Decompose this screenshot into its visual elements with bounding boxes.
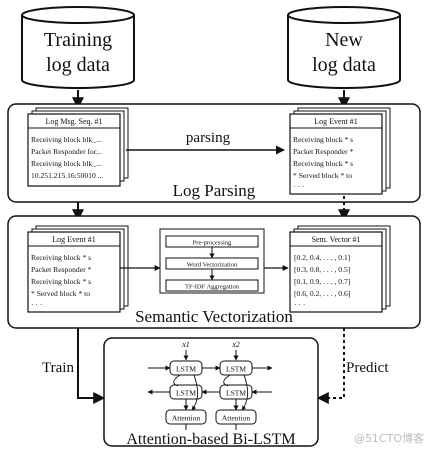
sv-log-event-line: Receiving block * s — [31, 253, 91, 262]
log-event-line: Receiving block * s — [293, 159, 353, 168]
log-event-card-vectorization: Log Event #1 Receiving block * s Packet … — [27, 225, 129, 313]
parsing-label: parsing — [186, 130, 231, 146]
predict-label: Predict — [346, 360, 389, 376]
input-x2: x2 — [231, 340, 240, 349]
sv-log-event-line: Receiving block * s — [31, 277, 91, 286]
vectorization-pipeline: Pre-processing Word Vectorization TF-IDF… — [159, 228, 265, 294]
train-flow: Train — [42, 328, 106, 404]
watermark: @51CTO博客 — [354, 431, 424, 445]
new-log-data-cylinder: New log data — [287, 6, 401, 89]
sv-log-event-line: · · · — [31, 300, 42, 309]
sem-vector-line: [0.1, 0.9, . . . , 0.7] — [294, 277, 350, 286]
step-tfidf-box — [165, 279, 259, 292]
lstm-label: LSTM — [176, 389, 196, 398]
log-msg-seq-card: Log Msg. Seq. #1 Receiving block blk_...… — [27, 107, 129, 187]
input-x1: x1 — [181, 340, 190, 349]
training-log-data-cylinder: Training log data — [21, 6, 135, 89]
sem-vector-line: · · · — [294, 300, 305, 309]
bilstm-model: x1 x2 LSTM LSTM LSTM LSTM Attention Atte… — [103, 337, 319, 448]
semantic-vectorization-stage: Log Event #1 Receiving block * s Packet … — [7, 215, 421, 329]
log-msg-line: Receiving block blk_... — [31, 135, 102, 144]
log-msg-line: Packet Responder for... — [31, 147, 102, 156]
train-label: Train — [42, 360, 74, 376]
training-label-line2: log data — [46, 54, 110, 76]
step-tfidf-aggregation: TF-IDF Aggregation — [185, 284, 240, 291]
lstm-label: LSTM — [176, 365, 196, 374]
lstm-label: LSTM — [226, 389, 246, 398]
log-msg-seq-header: Log Msg. Seq. #1 — [45, 117, 102, 126]
sem-vector-line: [0.2, 0.4, . . . , 0.1] — [294, 253, 350, 262]
sem-vector-line: [0.3, 0.8, . . . , 0.5] — [294, 265, 350, 274]
attention-label: Attention — [172, 414, 201, 423]
log-msg-line: Receiving block blk_... — [31, 159, 102, 168]
sem-vector-header: Sem. Vector #1 — [312, 235, 361, 244]
log-event-line: Receiving block * s — [293, 135, 353, 144]
new-label-line2: log data — [312, 54, 376, 76]
step-preprocessing: Pre-processing — [193, 240, 232, 247]
semantic-vectorization-title: Semantic Vectorization — [135, 307, 293, 326]
log-event-line: * Served block * to — [293, 171, 352, 180]
semantic-vector-card: Sem. Vector #1 [0.2, 0.4, . . . , 0.1] [… — [289, 225, 391, 313]
log-event-line: Packet Responder * — [293, 147, 354, 156]
step-word-vectorization: Word Vectorization — [187, 262, 238, 269]
training-label-line1: Training — [44, 29, 112, 51]
sv-log-event-header: Log Event #1 — [52, 235, 96, 244]
sv-log-event-line: Packet Responder * — [31, 265, 92, 274]
attention-label: Attention — [222, 414, 251, 423]
sv-log-event-line: * Served block * to — [31, 289, 90, 298]
log-event-line: · · · — [293, 182, 304, 191]
bilstm-title: Attention-based Bi-LSTM — [126, 431, 295, 448]
sem-vector-line: [0.6, 0.2, . . . , 0.6] — [294, 289, 350, 298]
log-msg-line: 10.251.215.16:50010 ... — [31, 171, 103, 180]
log-event-header: Log Event #1 — [314, 117, 358, 126]
new-label-line1: New — [325, 29, 363, 51]
log-parsing-title: Log Parsing — [173, 181, 256, 200]
predict-flow: Predict — [316, 328, 389, 404]
log-parsing-stage: Log Msg. Seq. #1 Receiving block blk_...… — [7, 103, 421, 203]
log-event-card-parsing: Log Event #1 Receiving block * s Packet … — [289, 107, 391, 195]
lstm-label: LSTM — [226, 365, 246, 374]
